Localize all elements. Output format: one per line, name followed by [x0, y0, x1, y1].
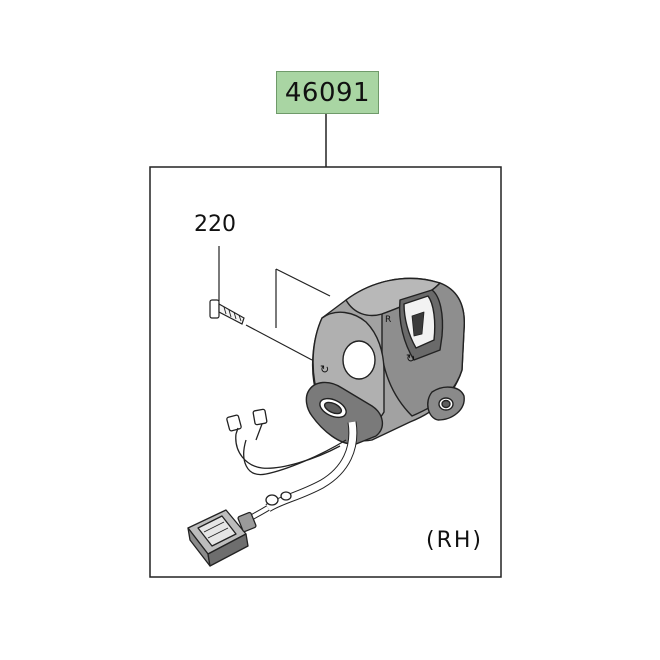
svg-text:↻: ↻: [320, 363, 329, 376]
diagram-frame: [149, 166, 502, 578]
svg-text:↻: ↻: [406, 352, 415, 365]
side-marker-label: (RH): [426, 528, 483, 553]
screw-callout-label: 220: [194, 212, 236, 237]
screw-icon: [209, 299, 245, 325]
screw-path-line: [245, 324, 313, 361]
svg-text:R: R: [385, 315, 391, 325]
wire-harness-icon: [226, 408, 358, 525]
handlebar-switch-housing-icon: R ↻ ↻: [305, 277, 465, 445]
part-number-label: 46091: [276, 71, 379, 114]
connector-plug-icon: [187, 509, 257, 567]
